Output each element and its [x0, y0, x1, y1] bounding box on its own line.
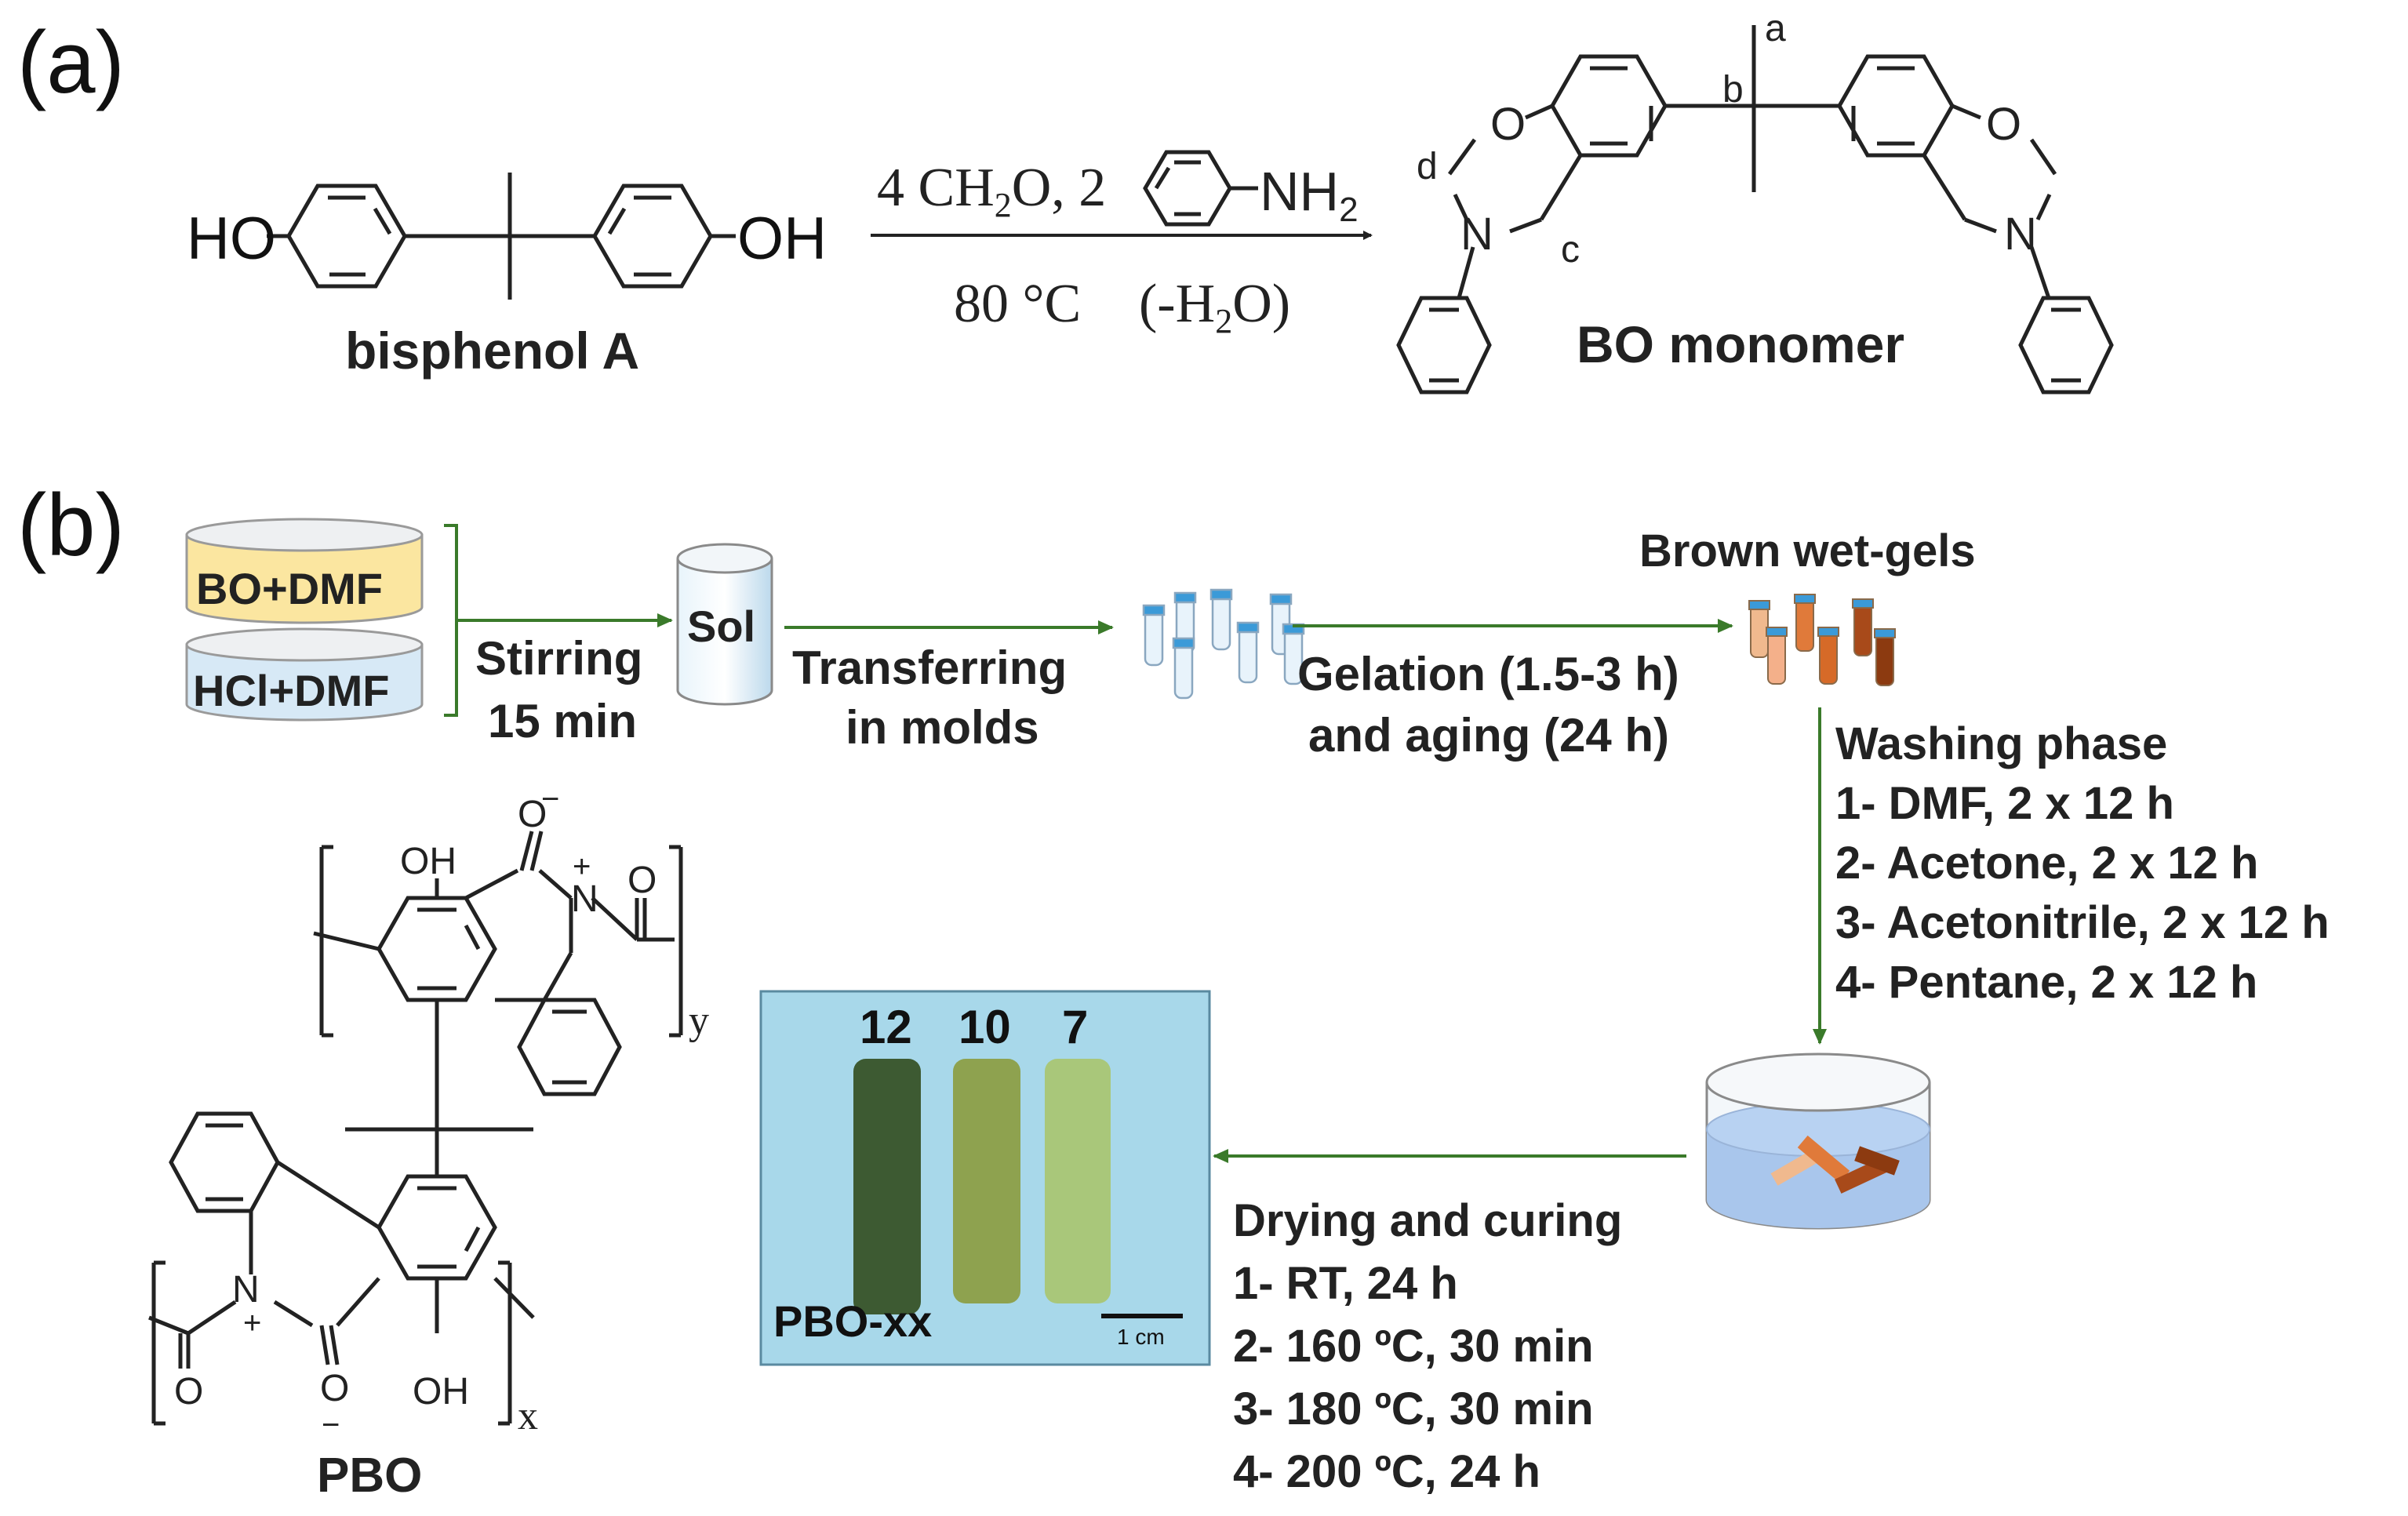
pbo-plus-bottom: + [243, 1306, 261, 1340]
pbo-plus-top: + [573, 849, 591, 884]
bpa-ring-left [286, 184, 407, 289]
bo-label-c: c [1561, 229, 1580, 271]
washing-step-3: 3- Acetonitrile, 2 x 12 h [1835, 897, 2330, 948]
pbo-minus-top: − [541, 782, 559, 816]
aniline-structure [1143, 150, 1258, 227]
bo-atom-n-left: N [1460, 209, 1493, 260]
stirring-line2: 15 min [488, 695, 637, 747]
sol-label: Sol [687, 602, 755, 651]
photo-label: PBO-xx [773, 1296, 932, 1346]
pbo-o-top: O [518, 794, 547, 835]
pbo-o-carbonyl-bottom: O [174, 1371, 203, 1412]
washing-step-4: 4- Pentane, 2 x 12 h [1835, 957, 2257, 1008]
pbo-sub-y: y [689, 998, 709, 1043]
bisphenol-a-structure [267, 173, 736, 300]
wet-gel-tubes [1748, 594, 1896, 686]
bpa-oh-label: OH [737, 205, 827, 272]
pbo-o-bottom: O [320, 1368, 349, 1409]
pbo-structure [148, 831, 683, 1426]
bo-monomer-name: BO monomer [1577, 315, 1904, 373]
sol-beaker [676, 543, 773, 706]
scale-bar-label: 1 cm [1117, 1325, 1165, 1349]
drying-step-2: 2- 160 ºC, 30 min [1233, 1321, 1594, 1372]
bo-monomer-structure [1396, 25, 2114, 394]
pbo-oh-top: OH [400, 841, 457, 882]
combine-bracket [444, 524, 485, 717]
conditions-temp: 80 °C [954, 274, 1081, 334]
dish-bo-dmf [185, 518, 424, 624]
pbo-photo [759, 990, 1211, 1366]
gelation-line1: Gelation (1.5-3 h) [1297, 648, 1679, 700]
panel-a-label: (a) [17, 13, 125, 111]
empty-molds [1142, 588, 1305, 700]
bo-label-b: b [1722, 69, 1744, 111]
dish-hcl-dmf [185, 627, 424, 722]
washing-step-2: 2- Acetone, 2 x 12 h [1835, 838, 2258, 889]
pbo-name: PBO [317, 1449, 422, 1503]
photo-number-12: 12 [860, 1001, 912, 1053]
pbo-oh-bottom: OH [413, 1371, 469, 1412]
transferring-line1: Transferring [792, 642, 1067, 694]
bo-atom-o-right: O [1986, 99, 2021, 150]
bo-label-a: a [1765, 8, 1786, 49]
bpa-ring-right [592, 184, 713, 289]
bo-label-d: d [1417, 146, 1438, 187]
dish-hcl-dmf-label: HCl+DMF [193, 666, 389, 715]
bpa-ho-label: HO [187, 205, 276, 272]
photo-number-7: 7 [1062, 1001, 1088, 1053]
dish-bo-dmf-label: BO+DMF [196, 564, 383, 613]
stirring-line1: Stirring [475, 632, 642, 685]
washing-title: Washing phase [1835, 718, 2167, 769]
drying-step-3: 3- 180 ºC, 30 min [1233, 1383, 1594, 1434]
washing-bath [1705, 1052, 1931, 1230]
panel-b-label: (b) [17, 476, 125, 574]
pbo-minus-bottom: − [322, 1408, 340, 1442]
pbo-o-carbonyl-top: O [627, 860, 657, 901]
drying-step-1: 1- RT, 24 h [1233, 1258, 1458, 1309]
bpa-name: bisphenol A [345, 322, 639, 380]
transferring-line2: in molds [846, 701, 1039, 754]
drying-title: Drying and curing [1233, 1195, 1622, 1246]
drying-step-4: 4- 200 ºC, 24 h [1233, 1446, 1540, 1497]
bo-atom-o-left: O [1490, 99, 1526, 150]
conditions-water: (-H2O) [1139, 274, 1290, 340]
pbo-n-top: N [571, 878, 598, 920]
bo-atom-n-right: N [2004, 209, 2037, 260]
washing-step-1: 1- DMF, 2 x 12 h [1835, 778, 2174, 829]
amine-label: NH2 [1260, 161, 1359, 229]
photo-number-10: 10 [958, 1001, 1011, 1053]
pbo-sub-x: x [518, 1394, 538, 1438]
reagents-text: 4 CH2O, 2 [877, 158, 1106, 224]
pbo-n-bottom: N [232, 1269, 260, 1311]
gelation-line2: and aging (24 h) [1308, 709, 1669, 762]
wetgels-title: Brown wet-gels [1639, 525, 1976, 576]
